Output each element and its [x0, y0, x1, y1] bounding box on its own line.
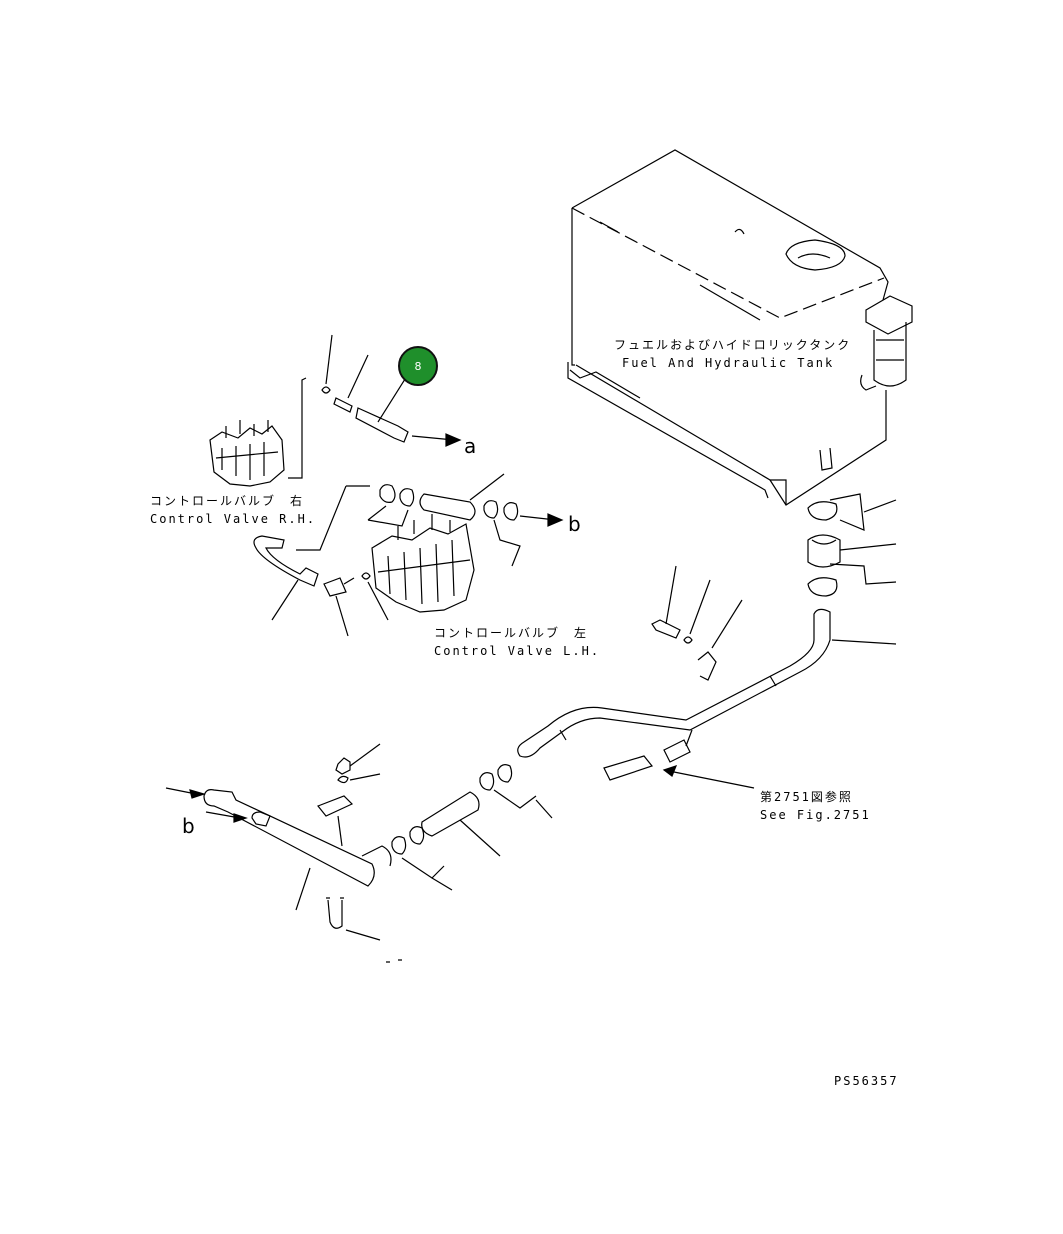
- lower-pipe-assembly: [165, 743, 553, 941]
- fittings-upper-left: [321, 334, 462, 447]
- bolts-middle-right: [651, 565, 743, 681]
- callout-badge-number: 8: [414, 359, 422, 373]
- control-valve-lh: [371, 514, 475, 613]
- valve-lh-label-en: Control Valve L.H.: [434, 644, 601, 658]
- stray-mark: [386, 959, 402, 963]
- fuel-hydraulic-tank: [567, 149, 913, 506]
- connector-b-left: b: [182, 814, 195, 838]
- tank-label-en: Fuel And Hydraulic Tank: [622, 356, 835, 370]
- valve-rh-label-en: Control Valve R.H.: [150, 512, 317, 526]
- control-valve-rh: [209, 377, 307, 487]
- clamps-below-tank: [517, 493, 897, 758]
- drawing-number: PS56357: [834, 1074, 899, 1088]
- fitting-see-fig: [603, 729, 755, 789]
- valve-lh-label-jp: コントロールバルブ 左: [434, 626, 589, 640]
- connector-a-right: a: [464, 434, 477, 458]
- see-fig-label-jp: 第2751図参照: [760, 790, 853, 804]
- connector-b-right: b: [568, 512, 581, 536]
- valve-rh-label-jp: コントロールバルブ 右: [150, 494, 305, 508]
- hose-clamps-middle: [296, 473, 564, 567]
- tank-label-jp: フュエルおよびハイドロリックタンク: [614, 338, 852, 352]
- tube-lh: [253, 535, 389, 637]
- callout-badge-8[interactable]: 8: [398, 346, 438, 386]
- see-fig-label-en: See Fig.2751: [760, 808, 871, 822]
